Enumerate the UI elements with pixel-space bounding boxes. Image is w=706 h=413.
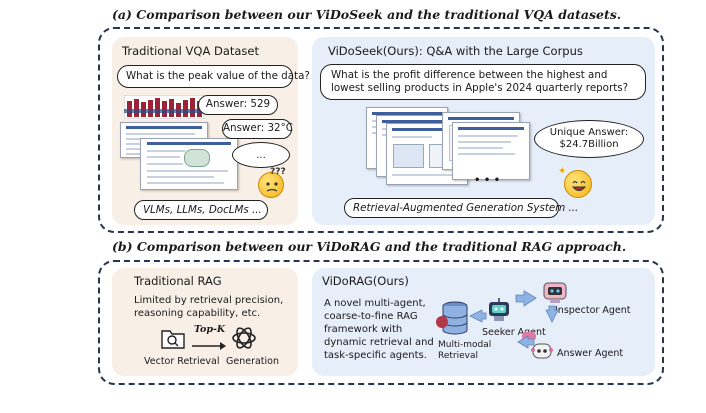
vidoseek-question-line1: What is the profit difference between th… — [331, 69, 608, 81]
vidoseek-question-line2: lowest selling products in Apple's 2024 … — [331, 82, 629, 94]
traditional-rag-desc-2: reasoning capability, etc. — [134, 308, 261, 319]
confused-face-icon — [258, 172, 284, 198]
unique-answer-label: Unique Answer: — [549, 127, 629, 138]
answer-seeker-arrow — [517, 335, 535, 349]
question-marks: ??? — [270, 167, 286, 177]
unique-answer-value: $24.7Billion — [559, 139, 619, 150]
speech-bubble-icon — [522, 332, 536, 341]
happy-face-icon — [564, 170, 592, 198]
vidorag-desc-5: task-specific agents. — [324, 350, 427, 361]
red-dot-icon — [436, 316, 448, 328]
vector-retrieval-label: Vector Retrieval — [144, 356, 220, 367]
bar-chart-icon — [123, 94, 205, 120]
vidorag-panel — [312, 268, 655, 376]
folder-search-icon — [160, 326, 186, 350]
traditional-vqa-title: Traditional VQA Dataset — [122, 44, 260, 58]
answer-bubble-1: Answer: 529 — [198, 95, 278, 115]
rag-system-text: Retrieval-Augmented Generation System ..… — [353, 202, 579, 214]
vidorag-title: ViDoRAG(Ours) — [322, 274, 409, 288]
vidoseek-title: ViDoSeek(Ours): Q&A with the Large Corpu… — [328, 44, 583, 58]
section-a-frame — [98, 27, 664, 233]
vidorag-desc-3: framework with — [324, 324, 403, 335]
document-page — [140, 138, 238, 190]
models-text: VLMs, LLMs, DocLMs ... — [143, 204, 262, 216]
unique-answer-cloud: Unique Answer: $24.7Billion — [534, 120, 644, 158]
vidoseek-question-bubble: What is the profit difference between th… — [320, 64, 646, 100]
answer-2-text: Answer: 32°C — [223, 122, 293, 134]
vidorag-desc-1: A novel multi-agent, — [324, 298, 426, 309]
vqa-question-bubble: What is the peak value of the data? — [117, 65, 310, 88]
arrow-right-icon — [192, 335, 226, 350]
generation-label: Generation — [226, 356, 279, 367]
section-a-title: (a) Comparison between our ViDoSeek and … — [112, 7, 622, 22]
ellipsis-text: ... — [256, 149, 266, 161]
traditional-rag-title: Traditional RAG — [134, 274, 222, 288]
models-box: VLMs, LLMs, DocLMs ... — [134, 200, 268, 220]
ellipsis-cloud: ... — [232, 142, 290, 168]
rag-system-box: Retrieval-Augmented Generation System ..… — [344, 198, 578, 218]
answer-agent-label: Answer Agent — [557, 348, 624, 359]
more-docs-dots: • • • — [474, 175, 501, 186]
document-page — [452, 122, 530, 180]
topk-label: Top-K — [194, 324, 226, 335]
seeker-agent-label: Seeker Agent — [482, 327, 546, 338]
sparkle-icon: ✦ — [558, 166, 567, 177]
seeker-inspector-arrow — [515, 290, 537, 307]
seeker-robot-icon — [486, 298, 512, 322]
vqa-question-text: What is the peak value of the data? — [126, 70, 310, 82]
traditional-rag-desc-1: Limited by retrieval precision, — [134, 295, 284, 306]
answer-robot-icon — [530, 340, 554, 362]
openai-logo-icon — [230, 324, 258, 352]
retrieval-label-2: Retrieval — [438, 351, 478, 361]
agent-flow-arrows — [469, 290, 559, 349]
inspector-robot-icon — [540, 280, 570, 304]
traditional-rag-panel — [112, 268, 298, 376]
vidorag-desc-4: dynamic retrieval and — [324, 337, 434, 348]
inspector-agent-label: Inspector Agent — [555, 305, 631, 316]
answer-bubble-2: Answer: 32°C — [222, 119, 293, 139]
retrieval-seeker-arrow — [469, 309, 487, 323]
answer-1-text: Answer: 529 — [205, 98, 271, 110]
section-b-frame — [98, 260, 664, 385]
vidorag-desc-2: coarse-to-fine RAG — [324, 311, 418, 322]
inspector-answer-arrow — [545, 305, 559, 323]
section-b-title: (b) Comparison between our ViDoRAG and t… — [112, 239, 627, 254]
bar-chart-image — [123, 94, 205, 120]
retrieval-label-1: Multi-modal — [438, 340, 492, 350]
